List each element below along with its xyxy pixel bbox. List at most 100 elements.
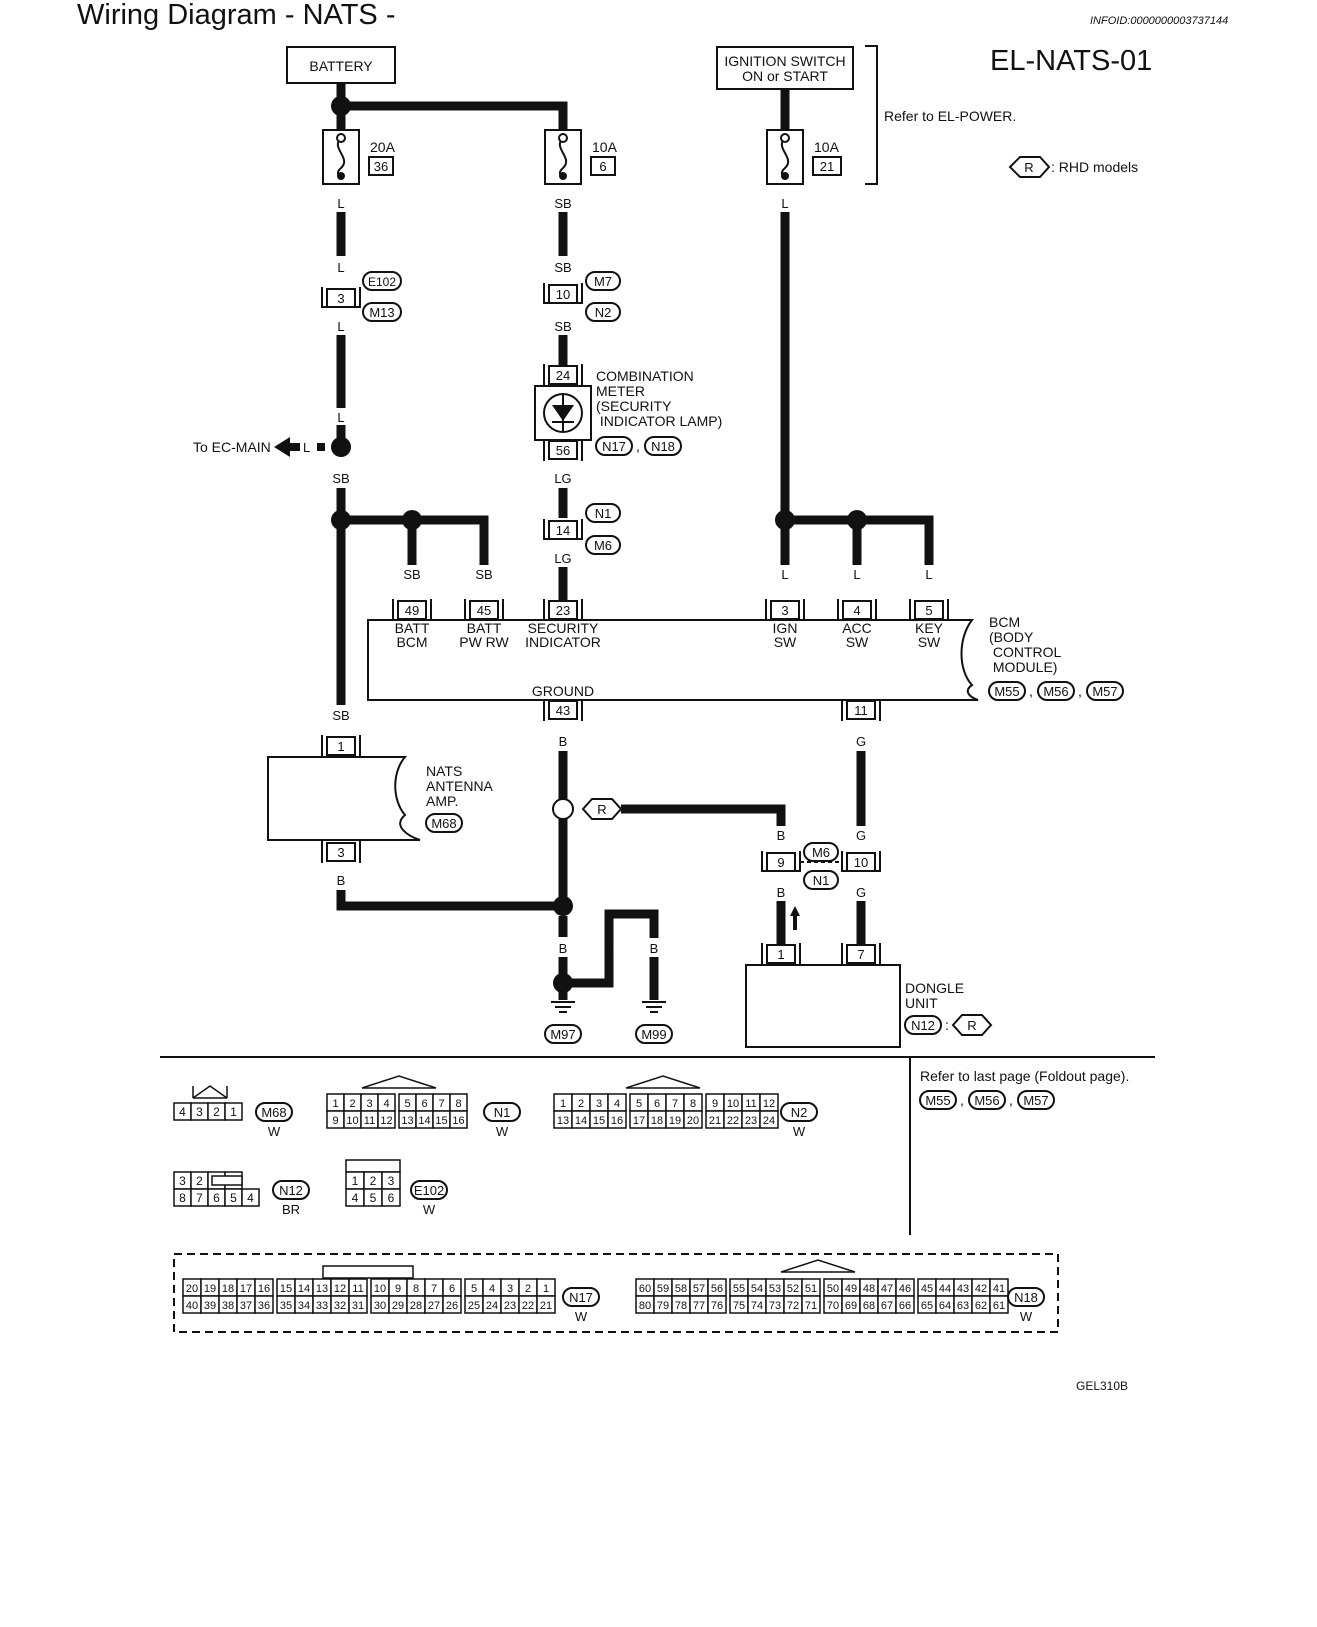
- n18-pin-label: 75: [733, 1300, 745, 1312]
- foldout-tag-m56: [968, 1090, 1006, 1110]
- n1-pin-label: 10: [346, 1115, 358, 1127]
- colon-n12: :: [945, 1017, 949, 1033]
- e102-color: W: [423, 1202, 436, 1217]
- n18-pin-label: 50: [827, 1283, 839, 1295]
- n17-pin-label: 16: [258, 1283, 270, 1295]
- conn-m6: M6: [594, 538, 612, 553]
- n17-pin-label: 2: [525, 1283, 531, 1295]
- conn-tag-m99: [635, 1024, 673, 1044]
- n2-pin-label: 8: [690, 1098, 696, 1110]
- bcm-term-ign-2: SW: [774, 634, 797, 650]
- fuse-21-amps: 10A: [814, 139, 840, 155]
- n17-pin-label: 17: [240, 1283, 252, 1295]
- conn-n18: N18: [651, 439, 675, 454]
- n18-pin-label: 44: [939, 1283, 951, 1295]
- pin-24-meter: 24: [556, 368, 570, 383]
- conn-tag-m97: [544, 1024, 582, 1044]
- n2-pin-label: 19: [669, 1115, 681, 1127]
- nats-label-1: NATS: [426, 763, 462, 779]
- n1-pin-label: 9: [332, 1115, 338, 1127]
- n2-pin-label: 3: [596, 1098, 602, 1110]
- n17-cell: [348, 1295, 368, 1314]
- bcm-body: [367, 619, 979, 701]
- m68-cell: [224, 1102, 243, 1121]
- splice-battery: [331, 96, 351, 116]
- n18-pin-label: 55: [733, 1283, 745, 1295]
- foldout-comma-1: ,: [960, 1092, 964, 1108]
- wire-l-to-key: [857, 515, 934, 565]
- m68-pin-label: 1: [230, 1105, 237, 1119]
- m68-pin-label: 3: [196, 1105, 203, 1119]
- wire-color-sb-49: SB: [403, 567, 420, 582]
- n18-cell: [707, 1295, 727, 1314]
- wire-color-l-ign: L: [781, 196, 788, 211]
- conn-bracket-3-e102: [321, 287, 361, 308]
- n2-id: N2: [791, 1105, 808, 1120]
- conn-tag-n1-dongle: [803, 870, 839, 890]
- n17-pin-label: 1: [543, 1283, 549, 1295]
- comma-m55: ,: [1029, 683, 1033, 699]
- m68-pin-label: 4: [179, 1105, 186, 1119]
- bcm-pin-43-box: [548, 700, 578, 720]
- ignition-switch-box: [716, 46, 854, 90]
- wire-color-lg-2: LG: [554, 551, 571, 566]
- n2-pin-label: 4: [614, 1098, 620, 1110]
- n2-cell: [607, 1110, 627, 1129]
- n17-pin-label: 6: [449, 1283, 455, 1295]
- n2-pin-label: 15: [593, 1115, 605, 1127]
- n18-pin-label: 42: [975, 1283, 987, 1295]
- n18-pin-label: 43: [957, 1283, 969, 1295]
- n1-pin-label: 2: [349, 1098, 355, 1110]
- wire-color-sb-left-1: SB: [332, 471, 349, 486]
- n17-pin-label: 33: [316, 1300, 328, 1312]
- n2-pin-label: 11: [745, 1098, 756, 1110]
- foldout-m57: M57: [1023, 1093, 1048, 1108]
- conn-tag-m55: [988, 681, 1026, 701]
- comma-n17: ,: [636, 438, 640, 454]
- meter-label-1: COMBINATION: [596, 368, 694, 384]
- pin-5-bcm: 5: [925, 603, 932, 618]
- conn-m55: M55: [994, 684, 1019, 699]
- n17-pin-label: 38: [222, 1300, 234, 1312]
- n2-pin-label: 17: [633, 1115, 645, 1127]
- bcm-term-sec-1: SECURITY: [528, 620, 599, 636]
- wire-color-l-3: L: [337, 319, 344, 334]
- fuse-21-numbox: [812, 156, 842, 176]
- nats-pin-3-bracket: [321, 841, 361, 863]
- e102-pin-label: 2: [370, 1174, 377, 1188]
- n18-pin-label: 70: [827, 1300, 839, 1312]
- conn-m97: M97: [550, 1027, 575, 1042]
- n1-latch: [361, 1075, 437, 1089]
- n2-color: W: [793, 1124, 806, 1139]
- n18-pin-label: 61: [993, 1300, 1005, 1312]
- n12-color: BR: [282, 1202, 300, 1217]
- n12b-pin-label: 4: [247, 1191, 254, 1205]
- conn-n1: N1: [595, 506, 612, 521]
- m68-id: M68: [261, 1105, 286, 1120]
- n17-id: N17: [569, 1290, 593, 1305]
- figure-id: GEL310B: [1076, 1379, 1128, 1393]
- meter-label-3: (SECURITY: [596, 398, 672, 414]
- rhd-tag: [1008, 156, 1051, 178]
- bcm-term-batt-bcm-2: BCM: [396, 634, 427, 650]
- n17-pin-label: 14: [298, 1283, 310, 1295]
- nats-label-3: AMP.: [426, 793, 458, 809]
- n17-pin-label: 25: [468, 1300, 480, 1312]
- conn-tag-m56: [1037, 681, 1075, 701]
- wire-color-l-3pin: L: [781, 567, 788, 582]
- bcm-term-pwrw-1: BATT: [467, 620, 502, 636]
- n18-pin-label: 57: [693, 1283, 705, 1295]
- pin-3-nats: 3: [337, 845, 344, 860]
- n17-pin-label: 40: [186, 1300, 198, 1312]
- wire-sb-to-pwrw: [412, 515, 489, 565]
- conn-pin-3-e102: [326, 288, 356, 308]
- to-ec-main-label: To EC-MAIN: [193, 439, 271, 455]
- e102-pin-label: 4: [352, 1191, 359, 1205]
- power-bracket: [865, 45, 878, 185]
- pin-7-dongle: 7: [857, 947, 864, 962]
- conn-m6-dongle: M6: [812, 845, 830, 860]
- n12b-cell: [241, 1188, 260, 1207]
- n17-pin-label: 37: [240, 1300, 252, 1312]
- n1-pin-label: 8: [455, 1098, 461, 1110]
